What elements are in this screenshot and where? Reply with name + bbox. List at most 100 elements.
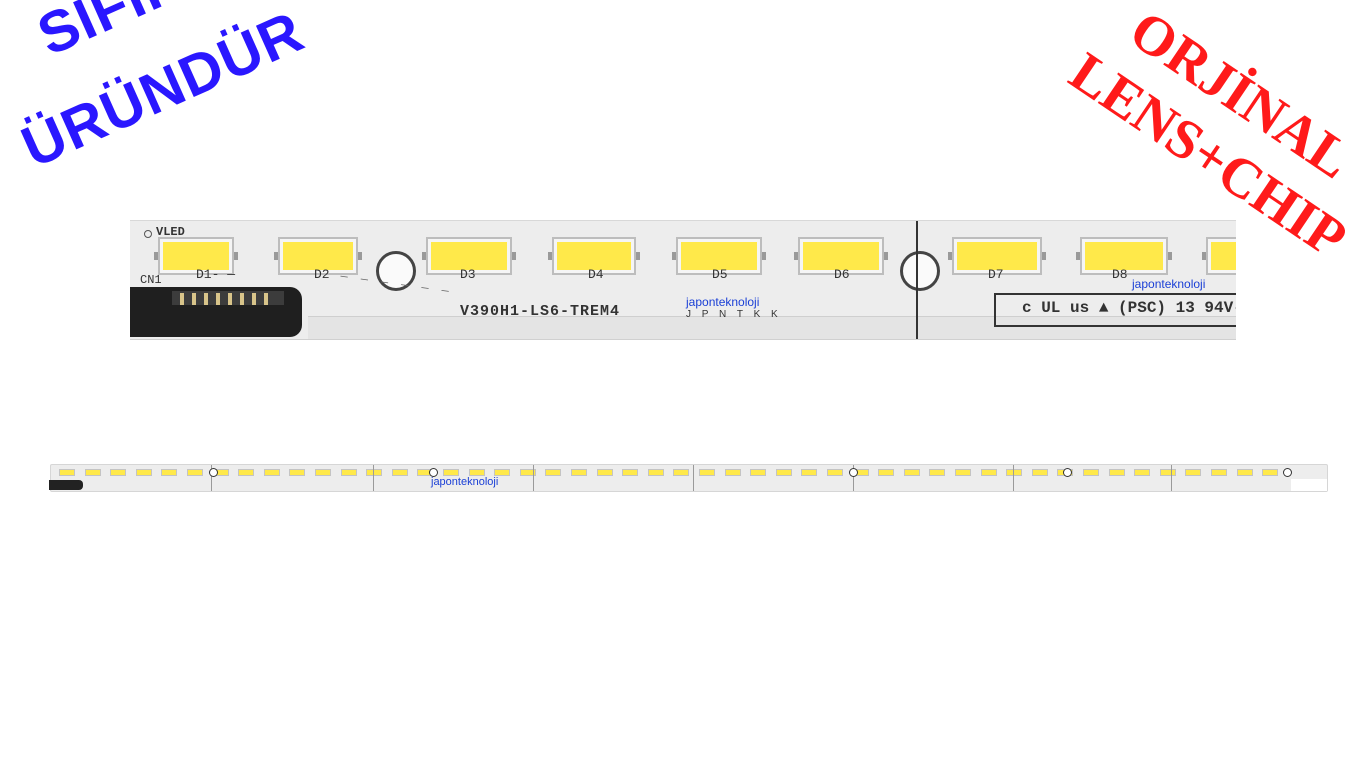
connector-slot — [172, 291, 284, 305]
led-label: D4 — [588, 267, 604, 282]
model-number: V390H1-LS6-TREM4 — [460, 303, 621, 320]
connector-pin — [192, 293, 196, 305]
board-segment-divider — [1171, 465, 1172, 491]
mounting-hole — [849, 468, 858, 477]
led-chip — [468, 469, 485, 476]
led-chip — [1108, 469, 1125, 476]
led-chip — [84, 469, 101, 476]
watermark-marks: J P N T K K — [686, 309, 782, 320]
led-chip — [647, 469, 664, 476]
led-chip — [903, 469, 920, 476]
led-chip — [1211, 469, 1227, 476]
connector-pin — [228, 293, 232, 305]
led-chip — [59, 469, 75, 476]
led-label: D1- — — [196, 267, 236, 282]
led-chip — [801, 469, 818, 476]
connector — [130, 287, 302, 337]
led-label: D3 — [460, 267, 476, 282]
watermark-text: japonteknoloji — [686, 295, 760, 309]
led-chip — [724, 469, 741, 476]
led-label: D2 — [314, 267, 330, 282]
board-segment-divider — [853, 465, 854, 491]
vled-marker-icon — [144, 230, 152, 238]
led-chip — [929, 469, 946, 476]
connector-label: CN1 — [140, 273, 162, 287]
mounting-hole — [376, 251, 416, 291]
led-chip — [827, 469, 843, 476]
led-chip — [238, 469, 255, 476]
board-segment-divider — [693, 465, 694, 491]
led-chip — [1083, 469, 1099, 476]
connector-pin — [216, 293, 220, 305]
board-segment-divider — [211, 465, 212, 491]
connector — [49, 480, 83, 490]
led-chip — [289, 469, 306, 476]
led-chip — [494, 469, 511, 476]
led-chip — [1185, 469, 1202, 476]
certification-text: c UL us ▲ (PSC) 13 94V- — [1022, 299, 1236, 317]
led-chip — [391, 469, 408, 476]
board-segment-divider — [916, 221, 918, 339]
led-chip — [1262, 469, 1279, 476]
led-strip-full: japonteknoloji — [49, 464, 1328, 492]
board-segment-divider — [533, 465, 534, 491]
led-chip — [699, 469, 715, 476]
board-segment-divider — [373, 465, 374, 491]
mounting-hole — [1283, 468, 1292, 477]
led-chip — [315, 469, 331, 476]
led-strip-closeup: VLED D1- — D2 D3 D4 D5 D6 D7 D8 CN1 — — … — [130, 220, 1236, 340]
connector-pin — [240, 293, 244, 305]
led-chip — [422, 239, 516, 273]
led-chip — [980, 469, 997, 476]
led-chip — [1134, 469, 1151, 476]
connector-pin — [252, 293, 256, 305]
led-chip — [545, 469, 562, 476]
led-chip — [1031, 469, 1048, 476]
connector-pin — [264, 293, 268, 305]
watermark-text: japonteknoloji — [431, 476, 499, 488]
mounting-hole — [1063, 468, 1072, 477]
led-chip — [1076, 239, 1172, 273]
led-chip — [750, 469, 767, 476]
led-chip — [775, 469, 792, 476]
led-chip — [135, 469, 152, 476]
led-chip — [596, 469, 613, 476]
led-chip — [187, 469, 203, 476]
mounting-hole — [900, 251, 940, 291]
led-chip — [1159, 469, 1176, 476]
led-chip — [519, 469, 536, 476]
led-chip — [274, 239, 362, 273]
led-chip — [673, 469, 690, 476]
led-chip — [366, 469, 383, 476]
connector-pin — [204, 293, 208, 305]
led-chip — [110, 469, 127, 476]
led-chip — [794, 239, 888, 273]
led-chip — [1236, 469, 1253, 476]
led-label: D7 — [988, 267, 1004, 282]
led-chip — [340, 469, 357, 476]
mounting-hole — [429, 468, 438, 477]
led-chip — [263, 469, 280, 476]
led-chip — [955, 469, 971, 476]
led-chip — [878, 469, 895, 476]
led-chip — [161, 469, 178, 476]
led-label: D6 — [834, 267, 850, 282]
led-chip — [154, 239, 238, 273]
vled-label: VLED — [156, 225, 185, 239]
led-chip — [1202, 239, 1236, 273]
led-chip — [548, 239, 640, 273]
certification-box: c UL us ▲ (PSC) 13 94V- — [994, 293, 1236, 327]
led-label: D5 — [712, 267, 728, 282]
led-chip — [443, 469, 459, 476]
led-chip — [622, 469, 639, 476]
led-chip — [672, 239, 766, 273]
watermark-text-right: japonteknoloji — [1132, 277, 1206, 291]
watermark-block: japonteknoloji J P N T K K — [686, 295, 782, 320]
board-edge — [308, 316, 1236, 339]
strip-tail-notch — [1291, 479, 1327, 491]
led-chip — [1006, 469, 1023, 476]
led-chip — [948, 239, 1046, 273]
connector-pin — [180, 293, 184, 305]
led-chip — [571, 469, 587, 476]
board-segment-divider — [1013, 465, 1014, 491]
